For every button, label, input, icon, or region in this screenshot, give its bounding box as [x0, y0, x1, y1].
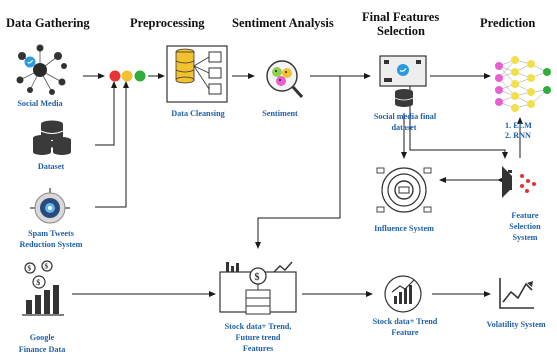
spam-reduction-icon	[30, 188, 70, 224]
header-preprocessing: Preprocessing	[130, 16, 205, 30]
header-data-gathering: Data Gathering	[6, 16, 90, 30]
data-cleansing-icon	[166, 45, 228, 103]
svg-text:$: $	[36, 278, 40, 287]
arrow-final-to-feature-selection	[409, 76, 508, 159]
label-dataset: Dataset	[37, 162, 65, 171]
finance-chart-icon: $ $ $	[22, 260, 64, 316]
label-google-line2: Finance Data	[18, 345, 66, 354]
red-indicator	[109, 70, 121, 82]
label-spam-line2: Reduction System	[19, 240, 83, 249]
svg-text:$: $	[45, 263, 49, 271]
social-network-icon	[16, 44, 67, 95]
connectors	[72, 73, 523, 297]
header-prediction: Prediction	[480, 16, 536, 30]
label-volatility-system: Volatility System	[486, 320, 546, 329]
twitter-icon	[24, 56, 36, 68]
svg-text:$: $	[28, 265, 32, 273]
trend-feature-icon	[384, 275, 422, 313]
header-sentiment-analysis: Sentiment Analysis	[232, 16, 334, 30]
database-icon	[33, 120, 71, 155]
stock-features-icon: $	[219, 261, 297, 315]
label-spam-line1: Spam Tweets	[28, 229, 74, 238]
social-dataset-icon	[379, 55, 427, 107]
label-trend-line1: Stock data+ Trend	[372, 317, 438, 326]
label-elm: 1. ELM	[505, 121, 532, 130]
feature-selection-funnel-icon	[502, 166, 536, 198]
label-sentiment: Sentiment	[262, 109, 298, 118]
label-social-media: Social Media	[17, 99, 63, 108]
neural-network-icon	[495, 56, 551, 112]
green-indicator	[134, 70, 146, 82]
yellow-indicator	[121, 70, 133, 82]
arrow-to-stock-features	[255, 76, 341, 249]
label-stock-line3: Features	[242, 344, 274, 353]
svg-text:$: $	[255, 272, 260, 283]
label-stock-line2: Future trend	[235, 333, 281, 342]
volatility-chart-icon	[499, 278, 534, 309]
preprocessing-indicators	[109, 70, 146, 82]
label-influence-system: Influence System	[374, 224, 434, 233]
arrow-spam-to-preprocess	[95, 81, 129, 208]
label-social-final-line2: dataset	[391, 123, 417, 132]
label-feature-selection-line3: System	[512, 233, 538, 242]
influence-system-icon	[376, 167, 432, 213]
header-final-features-line1: Final Features	[362, 10, 440, 24]
label-feature-selection-line1: Feature	[511, 211, 539, 220]
label-rnn: 2. RNN	[505, 131, 531, 140]
label-feature-selection-line2: Selection	[509, 222, 541, 231]
label-data-cleansing: Data Cleansing	[171, 109, 225, 118]
label-stock-line1: Stock data+ Trend,	[224, 322, 292, 331]
header-final-features-line2: Selection	[377, 24, 425, 38]
label-social-final-line1: Social media final	[373, 112, 437, 121]
sentiment-magnifier-icon	[266, 60, 304, 99]
label-trend-line2: Feature	[391, 328, 419, 337]
label-google-line1: Google	[29, 333, 55, 342]
arrow-dataset-to-preprocess	[95, 81, 117, 146]
